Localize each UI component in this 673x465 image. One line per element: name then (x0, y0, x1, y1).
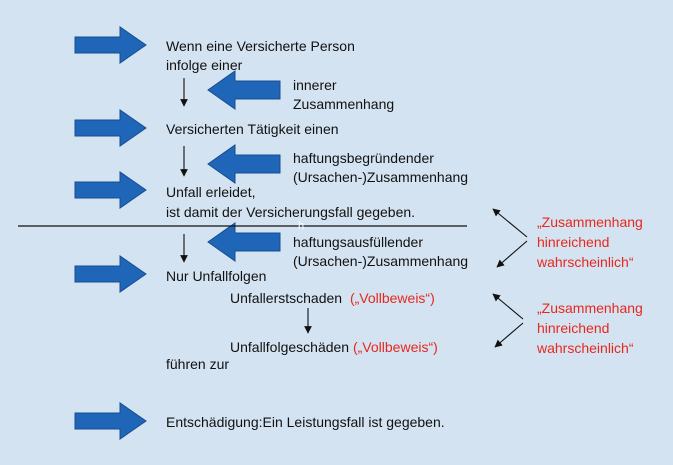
note-1-line2: hinreichend (537, 234, 610, 250)
sub-unfallerstschaden-label: Unfallerstschaden (230, 290, 343, 306)
step-versicherungsfall: ist damit der Versicherungsfall gegeben. (166, 204, 416, 220)
cause-ursachen-1: (Ursachen-)Zusammenhang (293, 169, 469, 185)
thin-arrow-icon (492, 293, 524, 320)
block-arrow-left-icon (207, 70, 281, 110)
step-entschaedigung: Entschädigung:Ein Leistungsfall ist gege… (166, 414, 445, 430)
step-person: Wenn eine Versicherte Person (166, 38, 355, 54)
block-arrow-right-icon (74, 26, 147, 64)
cause-haftungsbegruendender: haftungsbegründender (293, 150, 434, 166)
sub-unfallfolgeschaeden-label: Unfallfolgeschäden (230, 339, 350, 355)
step-unfall: Unfall erleidet, (166, 184, 256, 200)
step-unfallfolgen: Nur Unfallfolgen (166, 268, 267, 284)
sub-unfallfolgeschaeden-note: („Vollbeweis“) (352, 339, 438, 355)
step-fuehren-zur: führen zur (166, 356, 230, 372)
sub-unfallerstschaden-note: („Vollbeweis“) (349, 290, 435, 306)
block-arrow-right-icon (74, 255, 147, 293)
block-arrow-left-icon (207, 144, 281, 184)
step-infolge: infolge einer (166, 57, 243, 73)
cause-ursachen-2: (Ursachen-)Zusammenhang (293, 253, 469, 269)
note-1-line1: „Zusammenhang (537, 214, 643, 230)
cause-zusammenhang: Zusammenhang (293, 96, 395, 112)
sub-unfallerstschaden: Unfallerstschaden („Vollbeweis“) (230, 288, 435, 308)
note-1-line3: wahrscheinlich“ (537, 254, 634, 270)
cause-haftungsausfuellender: haftungsausfüllender (293, 234, 423, 250)
thin-arrow-icon (492, 208, 528, 238)
stray-mark: h (298, 220, 305, 232)
main-arrows (74, 26, 147, 440)
block-arrow-right-icon (74, 402, 147, 440)
thin-arrow-icon (494, 322, 524, 348)
block-arrow-right-icon (74, 109, 147, 147)
sub-unfallfolgeschaeden: Unfallfolgeschäden („Vollbeweis“) (230, 337, 438, 357)
cause-innerer: innerer (293, 77, 337, 93)
note-2-line2: hinreichend (537, 320, 610, 336)
note-2-line3: wahrscheinlich“ (537, 340, 634, 356)
note-2-line1: „Zusammenhang (537, 300, 643, 316)
block-arrow-left-icon (207, 222, 281, 262)
cause-arrows (207, 70, 281, 262)
block-arrow-right-icon (74, 171, 147, 209)
thin-arrow-icon (496, 240, 528, 268)
step-taetigkeit: Versicherten Tätigkeit einen (166, 121, 339, 137)
